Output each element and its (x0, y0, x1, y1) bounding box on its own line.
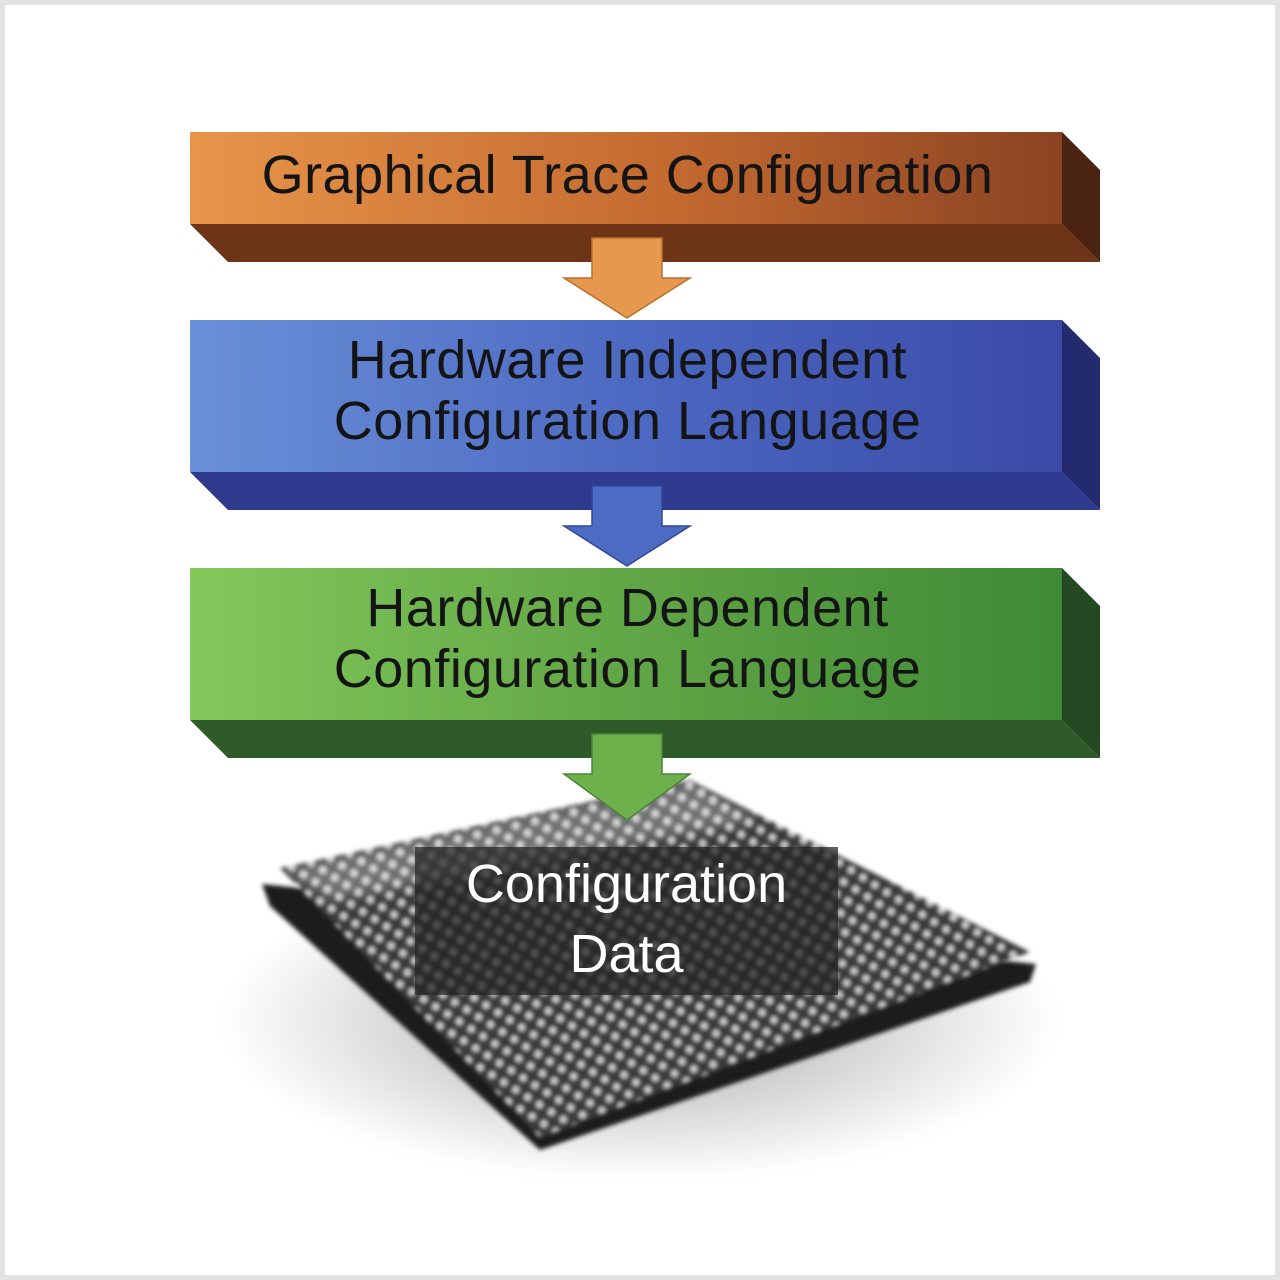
stage-label-hw-independent: Hardware Independent Configuration Langu… (190, 330, 1065, 452)
stage-label-line: Configuration Language (190, 639, 1065, 700)
output-label-line: Configuration (415, 849, 838, 919)
output-label-line: Data (415, 919, 838, 989)
stage-label-line: Graphical Trace Configuration (190, 145, 1065, 206)
stage-label-hw-dependent: Hardware Dependent Configuration Languag… (190, 578, 1065, 700)
output-label-configuration-data: Configuration Data (415, 847, 838, 995)
stage-label-graphical: Graphical Trace Configuration (190, 145, 1065, 206)
stage-label-line: Hardware Independent (190, 330, 1065, 391)
stage-label-line: Configuration Language (190, 391, 1065, 452)
stage-label-line: Hardware Dependent (190, 578, 1065, 639)
